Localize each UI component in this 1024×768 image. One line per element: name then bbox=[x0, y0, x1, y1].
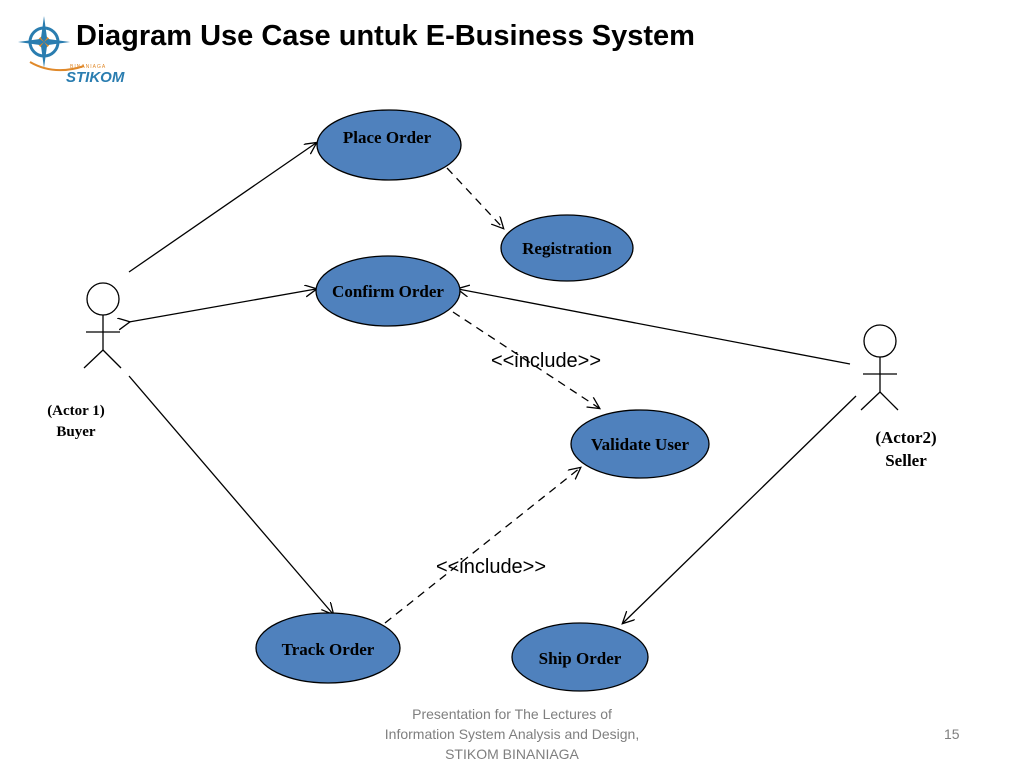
use-case-label-track-order: Track Order bbox=[281, 640, 375, 659]
use-case-confirm-order bbox=[315, 255, 461, 327]
actor-label-seller: (Actor2) Seller bbox=[875, 426, 936, 472]
actor-buyer-role: (Actor 1) bbox=[47, 403, 105, 419]
use-case-registration bbox=[500, 214, 634, 282]
use-case-label-validate-user: Validate User bbox=[590, 435, 690, 454]
dep-track-order-validate-user bbox=[384, 468, 580, 624]
actor-seller-role: (Actor2) bbox=[875, 428, 937, 447]
assoc-buyer-place-order bbox=[128, 143, 316, 273]
actor-label-buyer: (Actor 1) Buyer bbox=[47, 401, 105, 443]
logo-mark-icon bbox=[18, 16, 85, 72]
actor-seller-name: Seller bbox=[885, 451, 927, 470]
assoc-buyer-track-order bbox=[128, 375, 333, 614]
buyer-actor-figure bbox=[83, 282, 122, 369]
assoc-seller-ship-order bbox=[623, 395, 857, 623]
actor-buyer-name: Buyer bbox=[56, 424, 96, 440]
footer-line-2: Information System Analysis and Design, bbox=[384, 726, 640, 742]
footer-line-1: Presentation for The Lectures of bbox=[412, 706, 612, 722]
logo-subtext: BINANIAGA bbox=[70, 64, 107, 70]
footer-line-3: STIKOM BINANIAGA bbox=[445, 746, 579, 762]
dep-place-order-registration bbox=[446, 167, 503, 228]
stikom-logo: BINANIAGA STIKOM bbox=[14, 14, 125, 86]
seller-actor-figure bbox=[860, 324, 899, 411]
include-stereotype-top: <<include>> bbox=[490, 350, 602, 372]
include-stereotype-bottom: <<include>> bbox=[435, 556, 547, 578]
use-case-label-confirm-order: Confirm Order bbox=[332, 282, 444, 301]
use-case-place-order bbox=[316, 109, 462, 181]
assoc-seller-confirm-order bbox=[458, 289, 851, 365]
use-case-label-registration: Registration bbox=[522, 239, 612, 258]
slide-title: Diagram Use Case untuk E-Business System bbox=[76, 20, 695, 52]
dep-confirm-order-validate-user bbox=[452, 311, 599, 408]
logo-text: STIKOM bbox=[66, 69, 125, 86]
page-number: 15 bbox=[944, 726, 960, 742]
use-case-ship-order bbox=[511, 622, 649, 692]
slide-footer: Presentation for The Lectures of Informa… bbox=[352, 704, 672, 764]
use-case-label-place-order: Place Order bbox=[342, 128, 432, 147]
use-case-track-order bbox=[255, 612, 401, 684]
assoc-buyer-confirm-order bbox=[129, 289, 316, 322]
use-case-validate-user bbox=[570, 409, 710, 479]
use-case-label-ship-order: Ship Order bbox=[538, 649, 622, 668]
